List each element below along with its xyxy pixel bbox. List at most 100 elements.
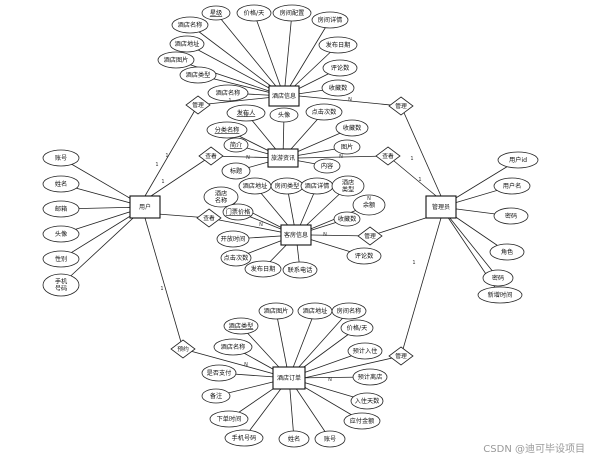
attribute-label: 预计离店 (358, 373, 383, 381)
attribute-ellipse (244, 260, 282, 278)
attribute-ellipse (493, 207, 529, 225)
attribute-label: 酒店 (215, 190, 227, 198)
relationship-diamond (375, 146, 401, 166)
attribute-label: 收藏数 (329, 84, 348, 92)
relationship-label: 管理 (395, 102, 407, 110)
attribute-ellipse (209, 410, 249, 428)
relationship-label: 管理 (192, 101, 204, 109)
watermark-text: CSDN @迪可毕设项目 (483, 444, 585, 455)
attribute-label: 酒店地址 (303, 307, 328, 315)
attribute-ellipse (201, 5, 231, 21)
attribute-ellipse (333, 139, 361, 155)
attribute-ellipse (220, 249, 252, 267)
attribute-label: 下单时间 (217, 415, 242, 423)
diagram-labels: 查看查看查看预约管理管理管理管理账号姓名邮箱头像性别手机号码用户id用户名密码角… (55, 9, 527, 443)
attribute-label: 角色 (501, 248, 513, 256)
entity-label: 酒店信息 (272, 92, 296, 100)
attribute-line (253, 12, 285, 97)
attribute-label: 余额 (363, 201, 376, 209)
attribute-ellipse (331, 175, 365, 197)
relationship-diamond (196, 208, 222, 228)
relationship-diamond (357, 226, 383, 246)
attribute-label: 姓名 (288, 435, 300, 443)
attribute-label: 收藏数 (338, 215, 357, 223)
attribute-label: 图片 (341, 143, 353, 151)
attribute-label: 价格/天 (244, 9, 265, 17)
entity-box (268, 85, 300, 107)
cardinality-mark: N (244, 362, 248, 368)
attribute-label: 新增时间 (488, 291, 513, 299)
attribute-ellipse (216, 230, 250, 248)
relationship-label: 查看 (205, 152, 217, 160)
attribute-label: 酒店名称 (216, 89, 241, 97)
attribute-ellipse (179, 66, 217, 84)
attribute-label: 用户名 (503, 182, 522, 190)
attribute-ellipse (497, 151, 539, 169)
attribute-label: 标题 (230, 167, 242, 175)
cardinality-mark: 1 (165, 153, 168, 159)
attribute-label: 应付金额 (350, 417, 376, 425)
attribute-label: 酒店详情 (305, 182, 330, 190)
attribute-label: 账号 (55, 154, 67, 162)
attribute-label: 是否支付 (207, 369, 232, 377)
attribute-label: 星级 (210, 9, 222, 17)
attribute-line (175, 59, 285, 97)
attribute-label: 酒店类型 (229, 322, 254, 330)
relationship-line (144, 104, 199, 197)
relationship-diamond (185, 95, 211, 115)
attribute-ellipse (322, 59, 358, 77)
attribute-label: 入住天数 (355, 397, 381, 405)
attribute-label: 房间配置 (280, 9, 305, 17)
attribute-ellipse (493, 177, 531, 195)
attribute-label: 手机 (55, 278, 68, 286)
attribute-label: 头像 (55, 230, 67, 238)
attribute-label: 性别 (55, 255, 67, 263)
attribute-ellipse (347, 342, 383, 360)
attribute-label: 酒店图片 (164, 56, 189, 64)
attribute-ellipse (169, 35, 205, 53)
attribute-label: 姓名 (55, 180, 67, 188)
attribute-ellipse (201, 364, 237, 382)
attribute-ellipse (42, 175, 80, 193)
relationship-line (144, 155, 212, 201)
cardinality-mark: N (328, 377, 332, 383)
attribute-label: 发布日期 (326, 41, 351, 49)
cardinality-mark: 1 (155, 162, 158, 168)
attribute-ellipse (42, 250, 80, 268)
attribute-ellipse (236, 4, 272, 22)
attribute-ellipse (201, 388, 231, 404)
attribute-ellipse (346, 247, 382, 265)
attribute-label: 用户id (509, 156, 527, 164)
attribute-ellipse (223, 137, 249, 153)
attribute-ellipse (482, 269, 514, 287)
cardinality-mark: N (259, 222, 263, 228)
attribute-label: 手机号码 (232, 434, 257, 442)
attribute-ellipse (278, 430, 310, 448)
attribute-ellipse (314, 430, 346, 448)
attribute-ellipse (42, 225, 80, 243)
cardinality-mark: 1 (410, 156, 413, 162)
attribute-ellipse (331, 302, 367, 320)
attribute-ellipse (350, 392, 384, 410)
attribute-line (283, 12, 293, 97)
relationship-label: 管理 (364, 232, 376, 240)
relationship-line (303, 355, 402, 379)
relationship-diamond (388, 96, 414, 116)
attribute-ellipse (157, 51, 195, 69)
attribute-ellipse (42, 149, 80, 167)
attribute-label: 内容 (321, 162, 333, 170)
attribute-ellipse (203, 186, 239, 208)
cardinality-mark: 1 (228, 98, 231, 104)
attribute-label: 酒店类型 (186, 71, 211, 79)
entity-box (129, 195, 161, 219)
attribute-ellipse (335, 119, 369, 137)
attribute-ellipse (333, 211, 361, 227)
attribute-label: 酒店 (342, 179, 354, 187)
attribute-ellipse (352, 368, 388, 386)
attribute-label: 账号 (324, 435, 336, 443)
attribute-line (186, 43, 285, 97)
attribute-label: 发布日期 (251, 265, 276, 273)
attribute-ellipse (213, 338, 253, 356)
